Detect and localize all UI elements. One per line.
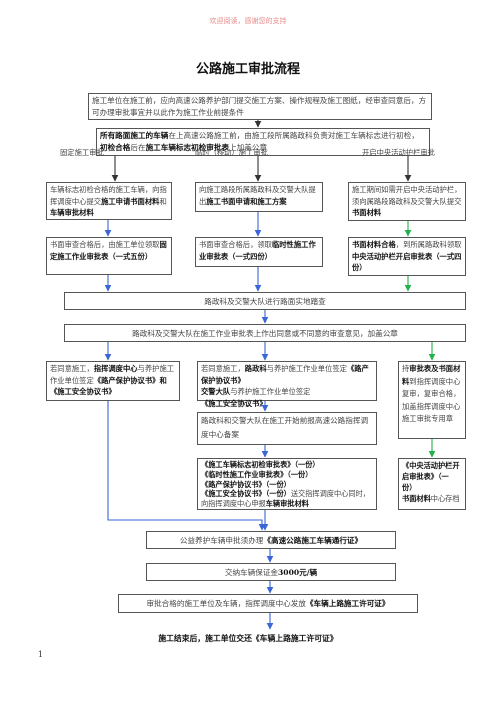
temporary-agree-text-7: 《施工安全协议书》 [201,398,267,408]
fixed-approval-form-box: 书面审查合格后，由施工单位领取固定施工作业审批表（一式五份） [46,237,172,275]
check-text-6: 上加盖公章 [229,143,268,152]
median-archive-text-1: 《中央活动护栏开启审批表》（一份） [402,461,460,492]
fixed-apply-text-4: 车辆审批材料 [50,208,94,217]
median-review-text-1: 持 [402,364,410,373]
temporary-agree-text-4: 《路产保护协议书》 [201,364,369,385]
fixed-approval-text-2: 固定施工作业审批表（一式五份） [50,240,167,261]
fixed-agree-text-1: 若同意施工， [50,364,94,373]
fixed-agree-text-2: 指挥调度中心 [93,364,138,373]
median-approval-text-1: 书面材料合格 [352,240,396,249]
temporary-apply-box: 向施工路段所属路政科及交警大队提出施工书面申请和施工方案 [195,182,323,212]
initial-check-box: 所有路面施工的车辆在上高速公路施工前，由施工段所属路政科负责对施工车辆标志进行初… [96,128,430,156]
page-title: 公路施工审批流程 [195,62,300,77]
road-pass-text-2: 《高速公路施工车辆通行证》 [263,536,363,545]
median-apply-text-2: 书面材料 [352,208,382,217]
fixed-apply-text-2: 施工申请书面材料 [101,196,160,206]
permit-issue-text-2: 《车辆上路施工许可证》 [305,599,390,608]
permit-issue-box: 审批合格的施工单位及车辆，指挥调度中心发放《车辆上路施工许可证》 [118,594,418,613]
submit-line-6: 车辆审批材料 [265,499,309,509]
fixed-agree-text-4: 《路产保护协议书》和《施工安全协议书》 [50,375,167,397]
road-pass-text-1: 公益养护车辆申批须办理 [179,536,264,545]
site-survey-box: 路政科及交警大队进行路面实地踏查 [64,292,466,310]
fixed-apply-box: 车辆标志初检合格的施工车辆，向指挥调度中心提交施工申请书面材料和车辆审批材料 [46,182,172,220]
median-review-box: 持审批表及书面材料到指挥调度中心复审，复审合格，加盖指挥调度中心施工审批专用章 [398,361,466,439]
check-text-5: 施工车辆标志初检审批表 [145,143,230,152]
road-pass-box: 公益养护车辆申批须办理《高速公路施工车辆通行证》 [146,531,396,549]
site-survey-text: 路政科及交警大队进行路面实地踏查 [204,297,326,306]
submit-line-3: 《路产保护协议书》（一份） [201,479,291,489]
column-median-heading: 开启中央活动护栏审批 [362,148,435,157]
check-text-4: 后在 [130,143,146,152]
fixed-agree-text-3: 与养护施工作业单位签定 [50,364,175,385]
record-filing-box: 路政科和交警大队在施工开始前报高速公路指挥调度中心备案 [197,412,377,445]
deposit-text-1: 交纳车辆保证金 [224,568,279,577]
temporary-approval-text-1: 书面审查合格后，领取 [199,240,272,249]
temporary-agreement-box: 若同意施工，路政科与养护施工作业单位签定《路产保护协议书》 交警大队与养护施工作… [197,361,377,408]
check-text-3: 初检合格 [100,143,131,152]
temporary-agree-text-6: 与养护施工作业单位签定 [230,387,311,396]
check-text-2: 在上高速公路施工前，由施工段所属路政科负责对施工车辆标志进行初检， [168,131,419,140]
temporary-approval-text-2: 临时性施工作业审批表（一式四份） [199,240,316,261]
submit-line-1: 《施工车辆标志初检审批表》（一份） [201,460,320,469]
fixed-apply-text-3: 和 [159,196,167,206]
submit-line-5: 送交指挥调度中心同时，向指挥调度中心申报 [201,489,370,509]
final-step-text: 施工结束后，施工单位交还《车辆上路施工许可证》 [158,634,338,643]
median-approval-text-3: 中央活动护栏开启审批表（一式四份） [352,251,462,273]
check-text-1: 所有路面施工的车辆 [100,131,169,140]
median-archive-text-3: 中心存档 [430,494,460,503]
intro-text: 施工单位在施工前，应向高速公路养护部门提交施工方案、操作规程及施工图纸，经审查同… [92,96,427,117]
review-opinion-box: 路政科及交警大队在施工作业审批表上作出同意或不同意的审查意见，加盖公章 [64,324,466,342]
temporary-agree-text-1: 若同意施工， [201,364,245,373]
median-apply-box: 施工期间如需开启中央活动护栏，须向属路段路政科及交警大队提交书面材料 [348,182,466,221]
fixed-apply-text-1: 车辆标志初检合格的施工车辆，向指挥调度中心提交 [50,185,167,206]
column-fixed-heading: 固定施工审批 [60,148,104,157]
fixed-agreement-box: 若同意施工，指挥调度中心与养护施工作业单位签定《路产保护协议书》和《施工安全协议… [46,361,180,401]
median-archive-text-2: 书面材料 [402,494,431,503]
temporary-agree-text-3: 与养护施工作业单位签定 [266,364,347,373]
temporary-agree-text-2: 路政科 [244,364,267,373]
record-filing-text: 路政科和交警大队在施工开始前报高速公路指挥调度中心备案 [201,416,369,439]
median-review-text-3: 到指挥调度中心复审，复审合格，加盖指挥调度中心施工审批专用章 [402,376,461,424]
deposit-text-2: 3000元/辆 [278,568,318,577]
column-temporary-heading: 临时（移动）施工审批 [195,148,268,157]
fixed-approval-text-1: 书面审查合格后，由施工单位领取 [50,240,160,249]
intro-box: 施工单位在施工前，应向高速公路养护部门提交施工方案、操作规程及施工图纸，经审查同… [88,93,432,120]
temporary-apply-text-2: 施工书面申请和施工方案 [206,196,287,206]
arrow-fixed-agree-to-pass [107,401,266,531]
temporary-agree-text-5: 交警大队 [201,387,231,396]
median-approval-form-box: 书面材料合格，到所属路政科领取中央活动护栏开启审批表（一式四份） [348,237,466,276]
page-number: 1 [38,650,44,659]
review-opinion-text: 路政科及交警大队在施工作业审批表上作出同意或不同意的审查意见，加盖公章 [132,329,398,338]
temporary-apply-text-1: 向施工路段所属路政科及交警大队提出 [199,185,316,206]
submit-line-2: 《临时性施工作业审批表》（一份） [201,469,313,479]
permit-issue-text-1: 审批合格的施工单位及车辆，指挥调度中心发放 [146,599,306,608]
watermark: 欢迎阅读，感谢您的支持 [209,17,287,25]
median-approval-text-2: ，到所属路政科领取 [395,240,462,249]
median-apply-text-1: 施工期间如需开启中央活动护栏，须向属路段路政科及交警大队提交 [352,185,462,206]
submit-documents-box: 《施工车辆标志初检审批表》（一份） 《临时性施工作业审批表》（一份） 《路产保护… [197,458,377,510]
submit-line-4: 《施工安全协议书》（一份） [201,489,291,499]
median-review-text-2: 审批表及书面材料 [402,364,461,386]
temporary-approval-form-box: 书面审查合格后，领取临时性施工作业审批表（一式四份） [195,237,323,267]
deposit-box: 交纳车辆保证金3000元/辆 [146,563,396,581]
median-archive-box: 《中央活动护栏开启审批表》（一份） 书面材料中心存档 [398,458,466,510]
